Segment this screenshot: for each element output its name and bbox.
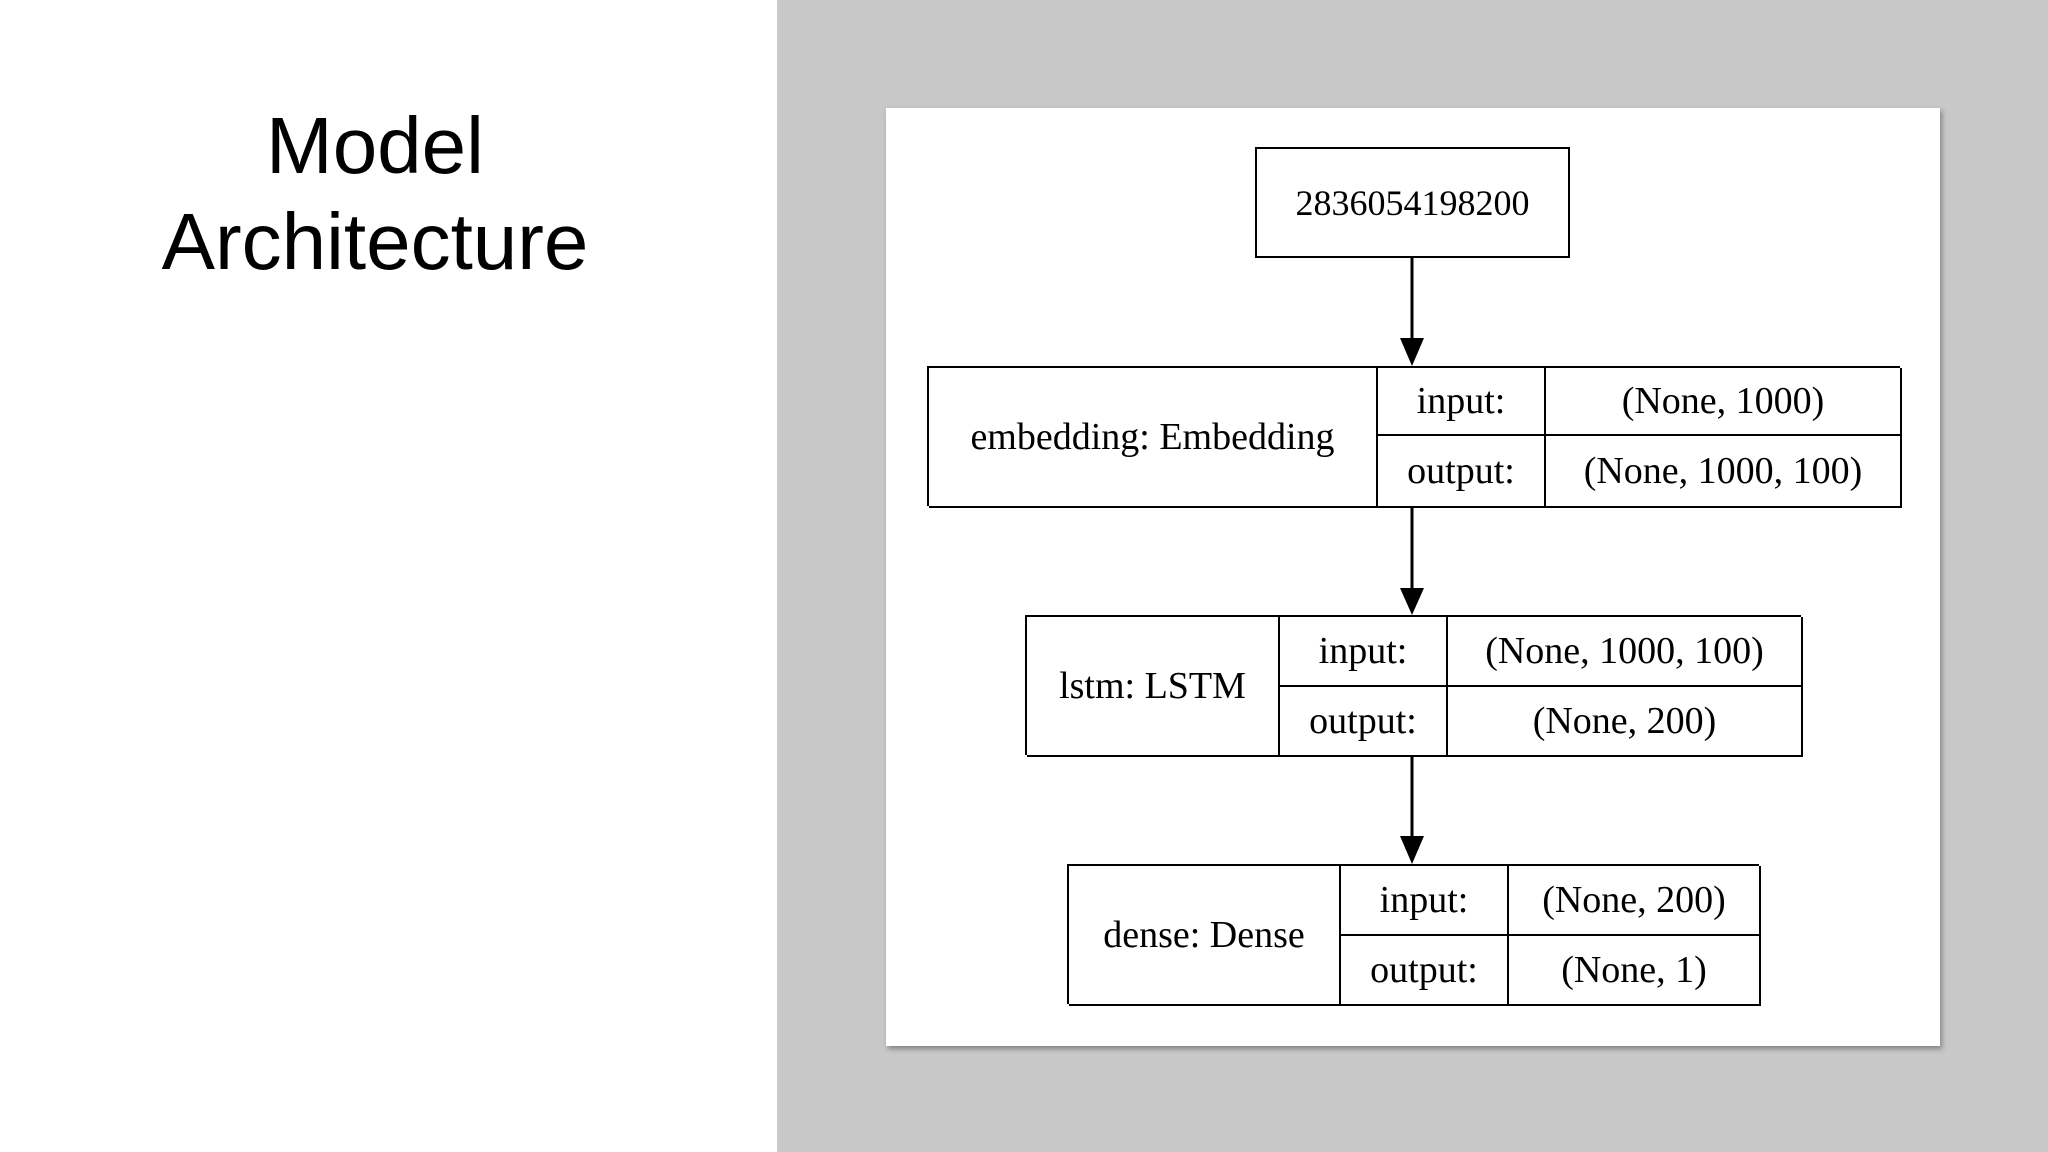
layer-name: lstm: LSTM xyxy=(1027,617,1280,757)
output-key: output: xyxy=(1378,436,1546,508)
input-shape: (None, 200) xyxy=(1509,866,1761,936)
input-shape: (None, 1000, 100) xyxy=(1448,617,1803,687)
slide-title-line-2: Architecture xyxy=(161,197,589,286)
output-key: output: xyxy=(1280,687,1448,757)
output-shape: (None, 200) xyxy=(1448,687,1803,757)
slide-left-panel: Model Architecture xyxy=(0,0,777,1152)
layer-name: dense: Dense xyxy=(1069,866,1341,1006)
layer-node-lstm: lstm: LSTM input: (None, 1000, 100) outp… xyxy=(1025,615,1803,757)
slide-title-line-1: Model xyxy=(266,101,484,190)
layer-node-dense: dense: Dense input: (None, 200) output: … xyxy=(1067,864,1761,1006)
layer-name: embedding: Embedding xyxy=(929,368,1378,508)
output-shape: (None, 1) xyxy=(1509,936,1761,1006)
input-layer-label: 2836054198200 xyxy=(1295,182,1530,223)
input-key: input: xyxy=(1378,368,1546,436)
input-key: input: xyxy=(1341,866,1509,936)
output-key: output: xyxy=(1341,936,1509,1006)
output-shape: (None, 1000, 100) xyxy=(1546,436,1902,508)
input-shape: (None, 1000) xyxy=(1546,368,1902,436)
slide-title: Model Architecture xyxy=(0,98,750,290)
layer-node-embedding: embedding: Embedding input: (None, 1000)… xyxy=(927,366,1902,508)
input-key: input: xyxy=(1280,617,1448,687)
input-layer-node: 2836054198200 xyxy=(1255,147,1570,258)
